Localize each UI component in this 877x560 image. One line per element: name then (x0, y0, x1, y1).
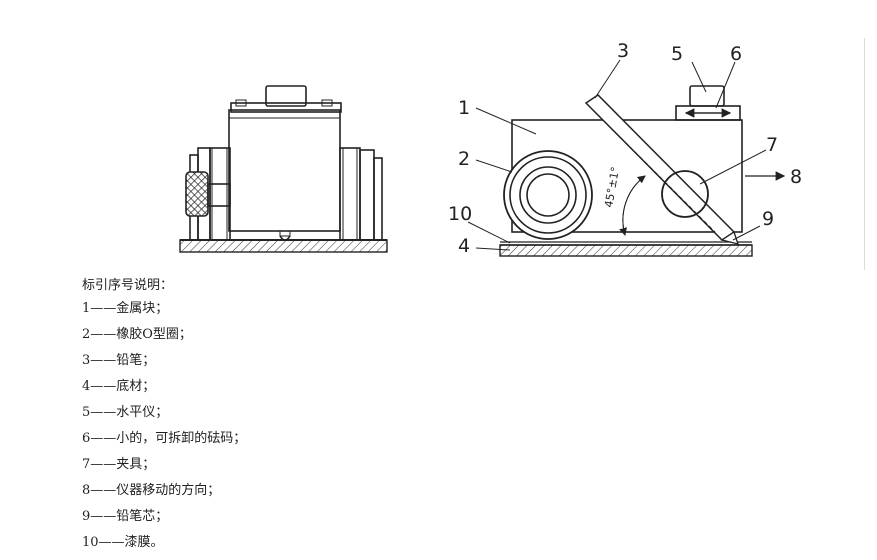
front-substrate (179, 239, 388, 253)
legend-item: 1——金属块； (82, 301, 169, 316)
side-rubber-o-ring (503, 150, 593, 240)
legend-item: 4——底材； (82, 379, 156, 394)
front-knurled-knob (185, 171, 209, 217)
callout-6: 6 (730, 43, 742, 65)
page-divider (864, 38, 865, 270)
front-view (179, 85, 388, 253)
callout-4: 4 (458, 235, 470, 257)
angle-label: 45°±1° (602, 166, 622, 209)
front-top-weight (265, 85, 307, 107)
legend-item: 3——铅笔； (82, 353, 156, 368)
callout-10: 10 (448, 203, 472, 225)
callout-5: 5 (671, 43, 683, 65)
callout-7: 7 (766, 134, 778, 156)
legend-item: 2——橡胶O型圈； (82, 327, 192, 342)
front-metal-block (228, 109, 341, 232)
side-pencil (584, 94, 739, 245)
callout-8: 8 (790, 166, 802, 188)
callout-9: 9 (762, 208, 774, 230)
side-view: 45°±1° (499, 85, 786, 257)
legend-item: 10——漆膜。 (82, 535, 164, 550)
callout-1: 1 (458, 97, 470, 119)
legend-item: 6——小的，可拆卸的砝码； (82, 431, 247, 446)
pencil-hardness-tester-figure: 45°±1° 1 2 3 4 5 6 7 8 9 10 (179, 40, 802, 257)
side-clamp (661, 170, 709, 218)
callout-2: 2 (458, 148, 470, 170)
legend-title: 标引序号说明： (82, 278, 174, 293)
legend-list: 1——金属块； 2——橡胶O型圈； 3——铅笔； 4——底材； 5——水平仪； 6——小的… (82, 300, 246, 560)
legend-item: 5——水平仪； (82, 405, 169, 420)
side-removable-weight (689, 85, 725, 107)
callout-3: 3 (617, 40, 629, 62)
legend-item: 8——仪器移动的方向； (82, 483, 221, 498)
side-substrate (499, 244, 753, 257)
legend-item: 9——铅笔芯； (82, 509, 169, 524)
legend-item: 7——夹具； (82, 457, 156, 472)
leader-lines (467, 59, 767, 251)
